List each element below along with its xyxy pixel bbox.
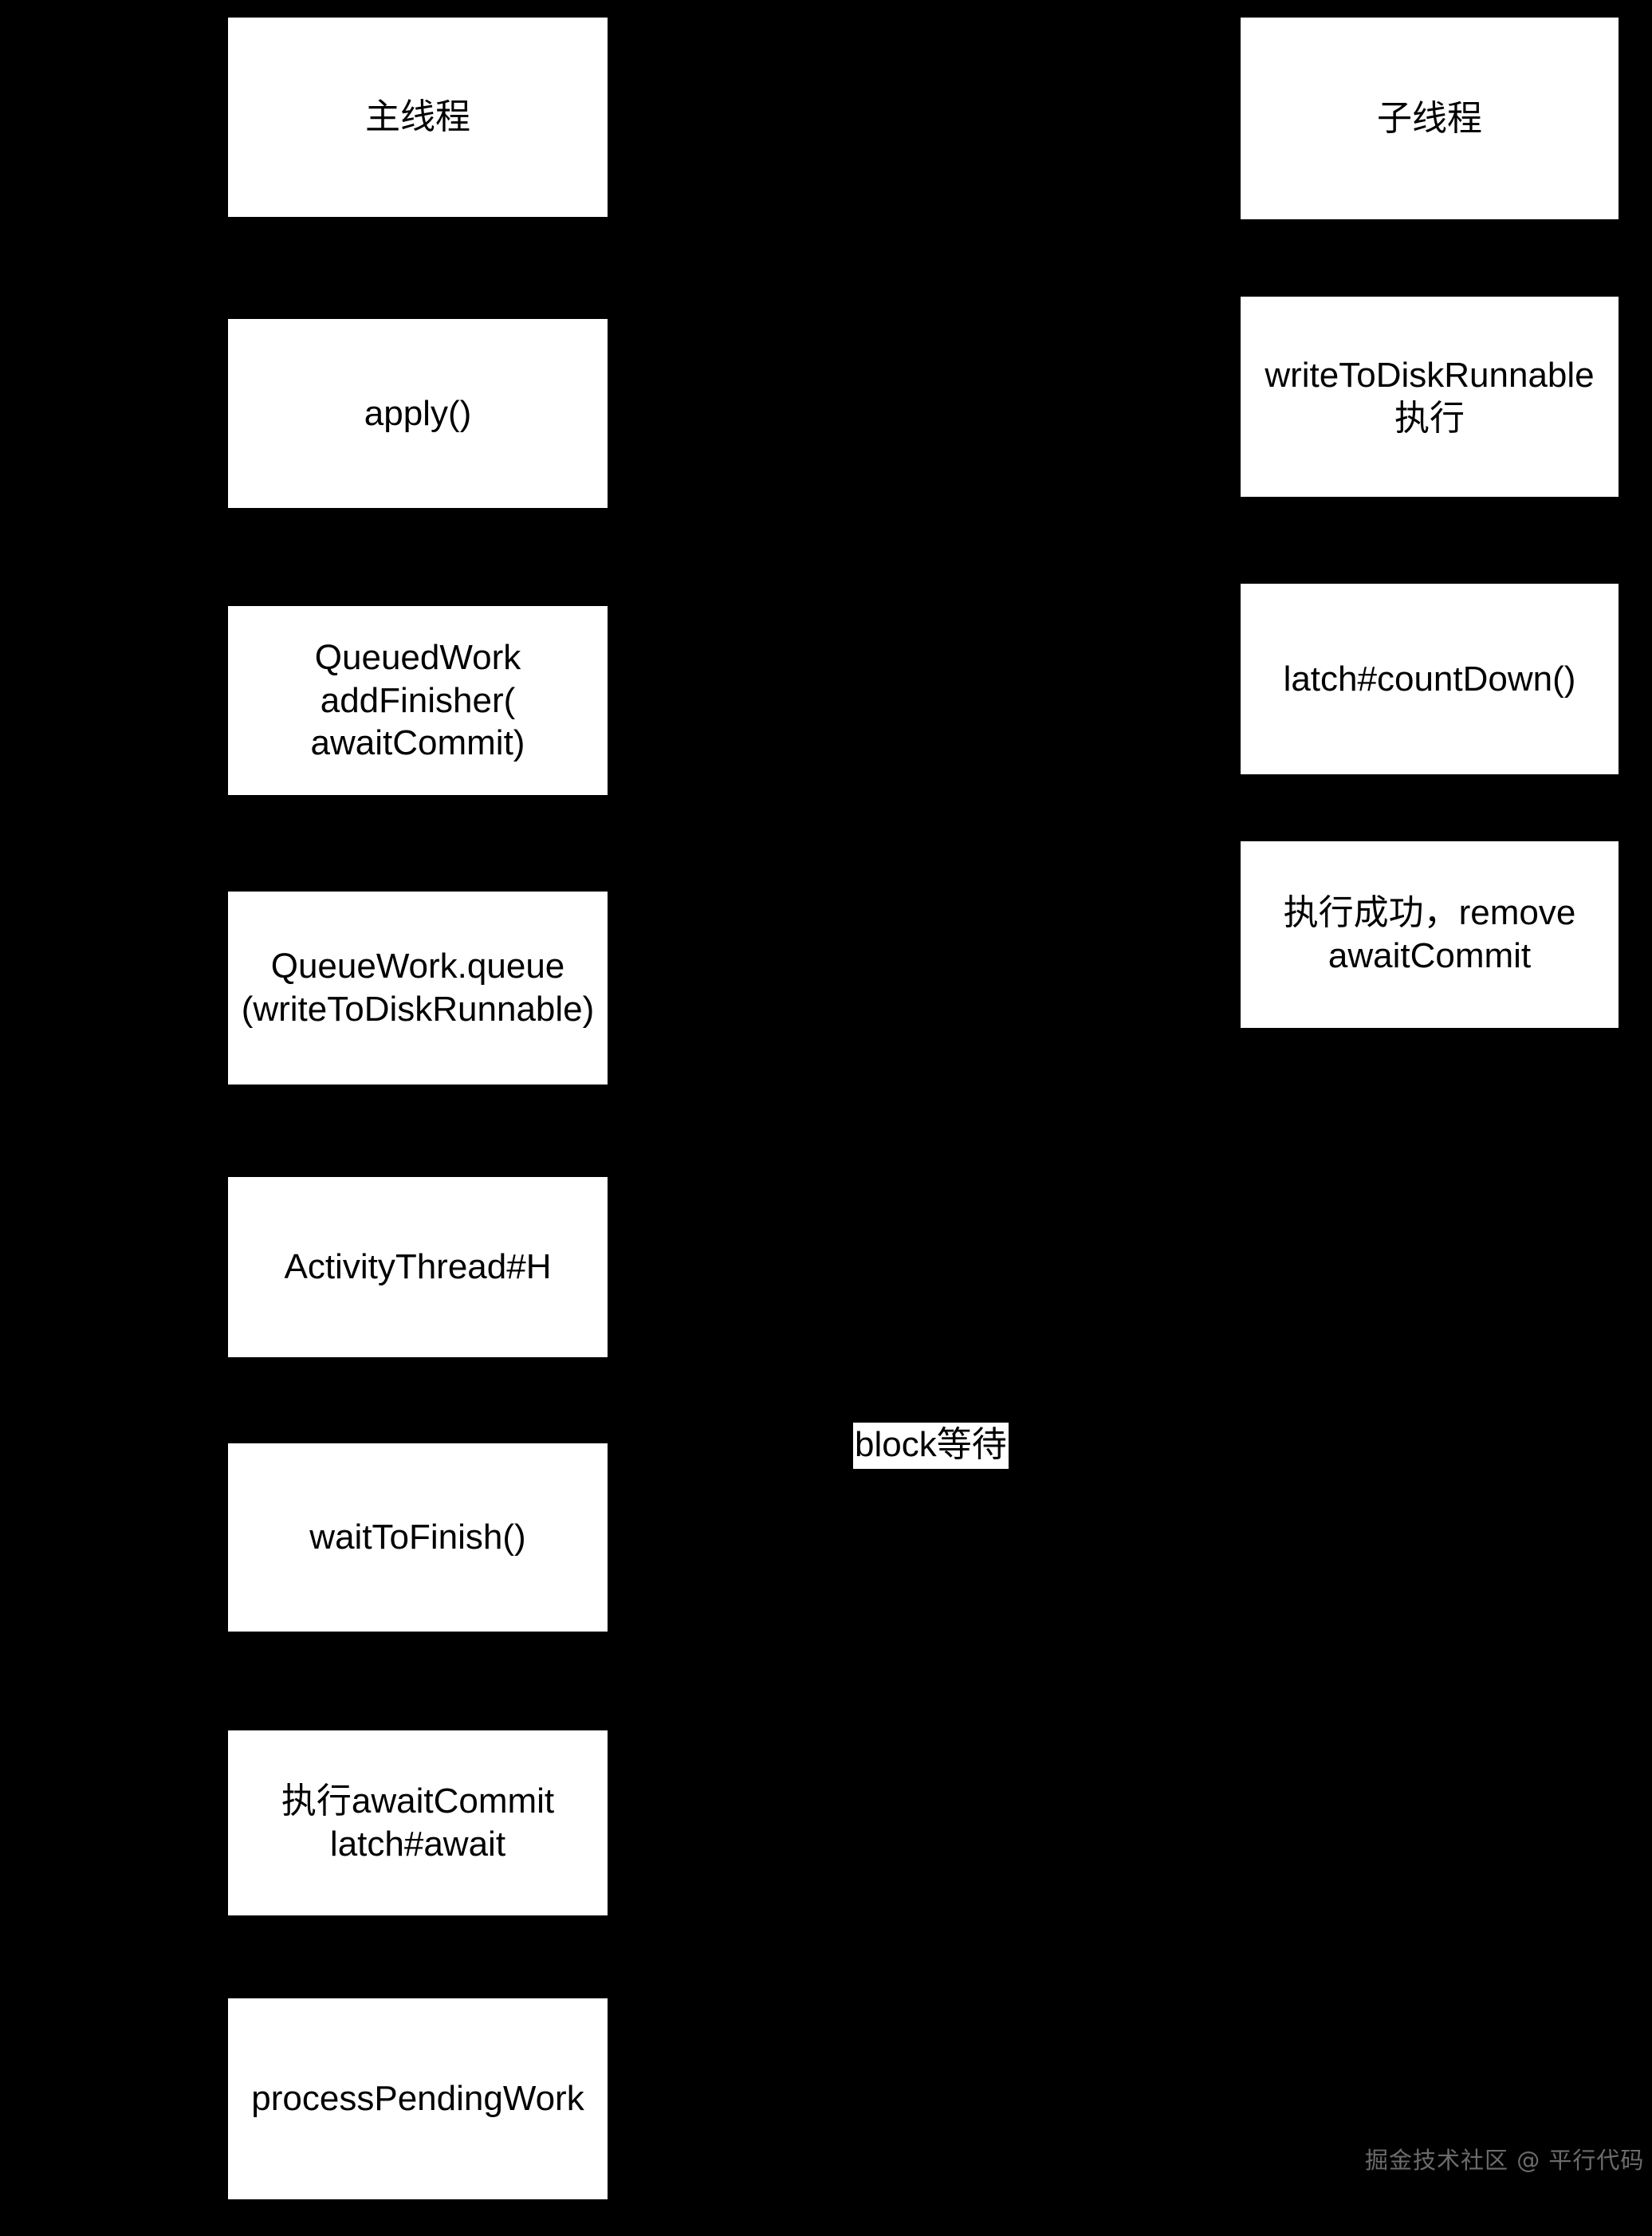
node-await-commit-latch-await[interactable]: 执行awaitCommit latch#await xyxy=(228,1730,608,1915)
node-label: writeToDiskRunnable 执行 xyxy=(1265,355,1595,438)
node-process-pending-work[interactable]: processPendingWork xyxy=(228,1998,608,2199)
node-child-thread-header[interactable]: 子线程 xyxy=(1241,18,1619,219)
node-label: ActivityThread#H xyxy=(284,1247,552,1287)
node-queue-work-queue[interactable]: QueueWork.queue (writeToDiskRunnable) xyxy=(228,892,608,1085)
annotation-block-wait: block等待 xyxy=(853,1423,1009,1469)
node-queued-work-add-finisher[interactable]: QueuedWork addFinisher( awaitCommit) xyxy=(228,606,608,795)
node-apply[interactable]: apply() xyxy=(228,319,608,508)
node-label: latch#countDown() xyxy=(1283,659,1576,699)
node-label: QueueWork.queue (writeToDiskRunnable) xyxy=(241,947,595,1029)
node-label: 子线程 xyxy=(1377,98,1482,138)
node-label: apply() xyxy=(364,393,472,433)
node-write-to-disk-runnable-run[interactable]: writeToDiskRunnable 执行 xyxy=(1241,297,1619,497)
node-label: 执行成功，remove awaitCommit xyxy=(1283,893,1576,975)
node-label: 主线程 xyxy=(365,97,470,137)
node-label: processPendingWork xyxy=(251,2079,584,2119)
node-latch-count-down[interactable]: latch#countDown() xyxy=(1241,584,1619,774)
node-label: 执行awaitCommit latch#await xyxy=(281,1781,555,1864)
watermark: 掘金技术社区 @ 平行代码 xyxy=(1365,2147,1645,2174)
node-main-thread-header[interactable]: 主线程 xyxy=(228,18,608,217)
node-activity-thread-h[interactable]: ActivityThread#H xyxy=(228,1177,608,1357)
node-label: QueuedWork addFinisher( awaitCommit) xyxy=(310,637,525,763)
node-label: waitToFinish() xyxy=(309,1518,526,1557)
node-remove-await-commit[interactable]: 执行成功，remove awaitCommit xyxy=(1241,841,1619,1028)
node-wait-to-finish[interactable]: waitToFinish() xyxy=(228,1443,608,1632)
